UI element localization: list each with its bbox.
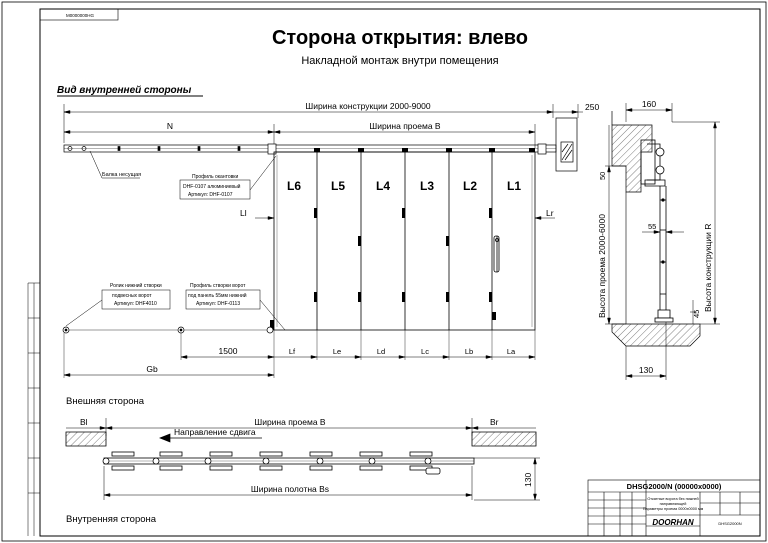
section-label-inner-view: Вид внутренней стороны	[57, 85, 192, 96]
slide-direction-label: Направление сдвига	[174, 427, 256, 437]
dim-opening-label: Ширина проема B	[369, 121, 441, 131]
bottom-rollers	[62, 326, 274, 334]
dim-opening-plan-label: Ширина проема B	[254, 417, 326, 427]
front-view: Ширина конструкции 2000-9000 250 N Ширин…	[62, 101, 599, 378]
dim-Lf-label: Lf	[289, 347, 296, 356]
title-block-desc-1: Откатные ворота без нижней	[647, 497, 698, 501]
dim-N-and-opening	[63, 124, 536, 148]
floor-section	[611, 192, 701, 347]
panel-label-L4: L4	[376, 179, 390, 193]
callout-roller-line2: подвесных ворот	[112, 293, 152, 299]
door-handle	[493, 235, 500, 273]
dim-130-plan-label: 130	[523, 473, 533, 487]
dim-Gb	[63, 373, 275, 377]
plan-view: Внешняя сторона Внутренняя сторона Bl Br…	[65, 396, 540, 525]
dim-Lr-label: Lr	[546, 208, 554, 218]
wall-bracket	[555, 117, 578, 172]
callout-bottom-profile-line2: под панель 55мм нижний	[188, 292, 247, 299]
dim-Gb-label: Gb	[146, 364, 158, 374]
dim-55-label: 55	[648, 222, 656, 231]
dim-chain-row	[180, 355, 536, 359]
dim-Le-label: Le	[333, 347, 341, 356]
dim-construct-height-label: Высота конструкции R	[703, 224, 713, 312]
doorhan-logo: DOORHAN	[652, 518, 694, 527]
panel-label-L3: L3	[420, 179, 434, 193]
inner-side-label: Внутренняя сторона	[66, 514, 157, 525]
side-section-view: 160	[597, 99, 720, 380]
callout-edge-profile	[179, 155, 277, 200]
dim-Bl-label: Bl	[80, 417, 88, 427]
dim-overall-width	[63, 104, 554, 143]
callout-edge-profile-line1: Профиль окантовки	[192, 174, 238, 180]
dim-construct-height	[672, 121, 720, 325]
callout-edge-profile-line2: DHF-0107 алюминиевый	[183, 183, 241, 190]
dim-Ld-label: Ld	[377, 347, 385, 356]
sheet-inner-frame	[39, 8, 761, 537]
dim-Lc-label: Lc	[421, 347, 429, 356]
dim-Ll-Lr	[255, 216, 555, 220]
dim-leaf-width-label: Ширина полотна Bs	[251, 484, 329, 494]
dim-N-label: N	[167, 121, 173, 131]
callout-bottom-profile	[185, 289, 286, 331]
title-block-desc-2: направляющей	[660, 502, 687, 506]
callout-bottom-profile-line3: Артикул: DHF-0113	[196, 301, 240, 307]
slide-direction-arrow[interactable]	[159, 433, 262, 443]
title-block-desc-3: Параметры проема 0000х0000 мм	[643, 507, 704, 511]
panel-label-L1: L1	[507, 179, 521, 193]
door-leaf-section	[654, 186, 674, 323]
dim-250-label: 250	[585, 102, 599, 112]
sheet-title: Сторона открытия: влево	[272, 27, 528, 49]
dim-1500-label: 1500	[219, 346, 238, 356]
top-beam	[63, 143, 557, 155]
panel-label-L2: L2	[463, 179, 477, 193]
doc-code-box	[39, 8, 119, 21]
left-margin-stamp	[27, 282, 40, 536]
callout-roller-line1: Ролик нижний створки	[110, 282, 162, 289]
title-block-code: DHSG2000/N (00000x0000)	[627, 482, 722, 491]
bottom-extension-lines	[63, 330, 536, 378]
dim-50-label: 50	[598, 172, 607, 180]
dim-130-side-label: 130	[639, 365, 653, 375]
plan-walls	[65, 431, 537, 447]
dim-opening-height-label: Высота проема 2000-6000	[597, 214, 607, 318]
dim-overall-width-label: Ширина конструкции 2000-9000	[305, 101, 430, 111]
callout-beam	[89, 150, 140, 179]
callout-edge-profile-line3: Артикул: DHF-0107	[188, 192, 233, 198]
dim-250	[553, 104, 583, 118]
callout-beam-text: Балка несущая	[102, 172, 141, 178]
dim-160-label: 160	[642, 99, 656, 109]
panel-label-L5: L5	[331, 179, 345, 193]
rail-roller-assembly	[640, 139, 666, 187]
panel-hinges	[270, 148, 535, 330]
dim-Lb-label: Lb	[465, 347, 473, 356]
dim-45-label: 45	[692, 310, 701, 318]
callout-roller	[65, 289, 171, 327]
callout-roller-line3: Артикул: DHF4010	[114, 301, 157, 307]
callout-bottom-profile-line1: Профиль створки ворот	[190, 283, 246, 289]
sheet-subtitle: Накладной монтаж внутри помещения	[301, 55, 498, 67]
plan-leaves	[102, 451, 475, 475]
title-block-doc-no: DHSG2000N	[718, 521, 741, 526]
dim-Ll-label: Ll	[240, 208, 247, 218]
panel-label-L6: L6	[287, 179, 301, 193]
dim-La-label: La	[507, 347, 516, 356]
doc-code: M0000000HG	[66, 13, 95, 18]
title-block	[587, 479, 761, 537]
outer-side-label: Внешняя сторона	[66, 396, 145, 407]
dim-opening-height	[605, 125, 626, 325]
dim-Br-label: Br	[490, 417, 499, 427]
